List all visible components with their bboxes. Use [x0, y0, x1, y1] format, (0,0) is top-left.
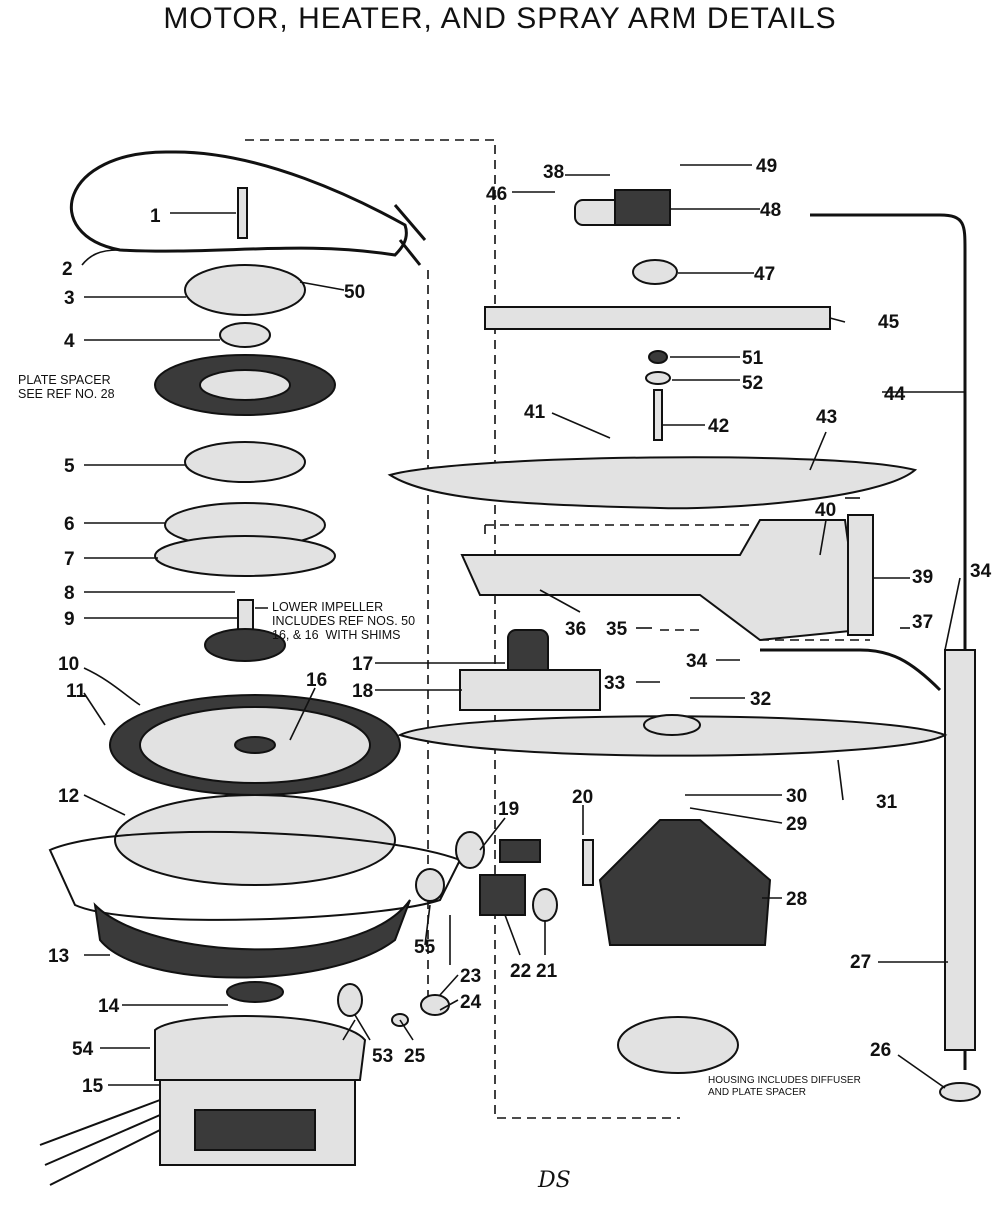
callout-43: 43 [816, 407, 837, 428]
bolt [237, 187, 248, 239]
callout-2: 2 [62, 259, 73, 280]
callout-numbers: 1 2 3 4 5 6 7 8 9 10 11 12 13 14 15 16 1… [48, 156, 992, 1097]
callout-53: 53 [372, 1046, 393, 1067]
filter-ring [93, 899, 411, 979]
callout-22: 22 [510, 961, 531, 982]
callout-37: 37 [912, 612, 933, 633]
sump-housing [48, 794, 462, 921]
spray-arm-manifold [460, 514, 942, 692]
callout-16: 16 [306, 670, 327, 691]
callout-1: 1 [150, 206, 161, 227]
lower-impeller [204, 599, 286, 662]
callout-23: 23 [460, 966, 481, 987]
upper-spray-arm-parts [387, 189, 918, 510]
water-feed-tube [810, 213, 981, 1102]
callout-17: 17 [352, 654, 373, 675]
callout-45: 45 [878, 312, 900, 333]
callout-52: 52 [742, 373, 763, 394]
callout-6: 6 [64, 514, 75, 535]
callout-44: 44 [884, 384, 906, 405]
callout-19: 19 [498, 799, 519, 820]
seal [226, 981, 284, 1003]
callout-24: 24 [460, 992, 482, 1013]
corner-handwritten-mark: DS [538, 1168, 571, 1193]
motor [39, 1015, 367, 1186]
callout-33: 33 [604, 673, 625, 694]
callout-21: 21 [536, 961, 558, 982]
callout-34: 34 [686, 651, 708, 672]
callout-36: 36 [565, 619, 586, 640]
callout-25: 25 [404, 1046, 426, 1067]
callout-20: 20 [572, 787, 593, 808]
callout-35: 35 [606, 619, 628, 640]
callout-27: 27 [850, 952, 871, 973]
callout-10: 10 [58, 654, 79, 675]
plate-spacer-note: PLATE SPACER SEE REF NO. 28 [18, 373, 115, 401]
callout-39: 39 [912, 567, 933, 588]
callout-30: 30 [786, 786, 807, 807]
callout-9: 9 [64, 609, 75, 630]
callout-8: 8 [64, 583, 75, 604]
lower-impeller-note: LOWER IMPELLER INCLUDES REF NOS. 50 16, … [272, 600, 416, 642]
housing-note: HOUSING INCLUDES DIFFUSER AND PLATE SPAC… [708, 1075, 861, 1098]
callout-47: 47 [754, 264, 775, 285]
callout-31: 31 [876, 792, 898, 813]
callout-15: 15 [82, 1076, 104, 1097]
callout-11: 11 [66, 681, 87, 702]
pump-housing [598, 819, 772, 1074]
callout-40: 40 [815, 500, 836, 521]
callout-34-b: 34 [970, 561, 992, 582]
lower-spray-arm [397, 714, 948, 757]
pump-cover [184, 441, 306, 483]
small-parts [337, 831, 594, 1027]
callout-50: 50 [344, 282, 365, 303]
callout-12: 12 [58, 786, 79, 807]
callout-26: 26 [870, 1040, 891, 1061]
diagram-title: MOTOR, HEATER, AND SPRAY ARM DETAILS [163, 2, 837, 35]
pump-base [109, 694, 401, 796]
plate [154, 535, 336, 577]
callout-38: 38 [543, 162, 564, 183]
callout-13: 13 [48, 946, 69, 967]
callout-41: 41 [524, 402, 546, 423]
bracket-plate [459, 669, 601, 711]
callout-28: 28 [786, 889, 807, 910]
callout-7: 7 [64, 549, 75, 570]
callout-54: 54 [72, 1039, 94, 1060]
callout-51: 51 [742, 348, 764, 369]
callout-14: 14 [98, 996, 120, 1017]
upper-housing [154, 354, 336, 416]
callout-4: 4 [64, 331, 75, 352]
callout-42: 42 [708, 416, 729, 437]
callout-32: 32 [750, 689, 771, 710]
callout-48: 48 [760, 200, 781, 221]
leader-lines [81, 164, 965, 1089]
callout-49: 49 [756, 156, 777, 177]
callout-46: 46 [486, 184, 507, 205]
callout-18: 18 [352, 681, 373, 702]
callout-3: 3 [64, 288, 75, 309]
heating-element [69, 150, 427, 266]
callout-5: 5 [64, 456, 75, 477]
callout-29: 29 [786, 814, 807, 835]
chopper-blade [219, 322, 271, 348]
callout-55: 55 [414, 937, 436, 958]
impeller-top-plate [184, 264, 306, 316]
